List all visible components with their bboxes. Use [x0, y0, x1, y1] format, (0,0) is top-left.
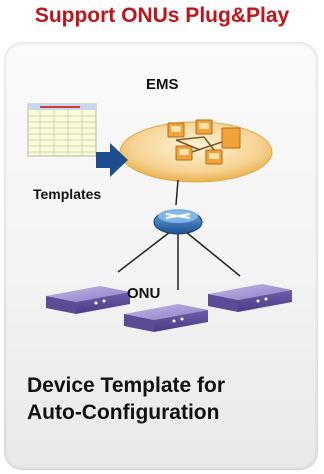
- caption: Device Template for Auto-Configuration: [27, 372, 307, 426]
- spreadsheet-icon: [27, 103, 97, 157]
- ems-label: EMS: [146, 76, 179, 93]
- ems-server-cluster-icon: [119, 119, 273, 183]
- card-title: Support ONUs Plug&Play: [34, 4, 290, 27]
- onu-device-icon-middle: [124, 304, 208, 332]
- arrow-right-icon: [96, 143, 128, 177]
- onu-device-icon-left: [46, 286, 130, 314]
- caption-line-1: Device Template for: [27, 374, 226, 397]
- templates-label: Templates: [33, 186, 102, 202]
- router-icon: [153, 209, 203, 235]
- onu-device-icon-right: [208, 284, 292, 312]
- onu-label: ONU: [127, 285, 161, 302]
- caption-line-2: Auto-Configuration: [27, 401, 220, 424]
- network-links: [117, 179, 241, 290]
